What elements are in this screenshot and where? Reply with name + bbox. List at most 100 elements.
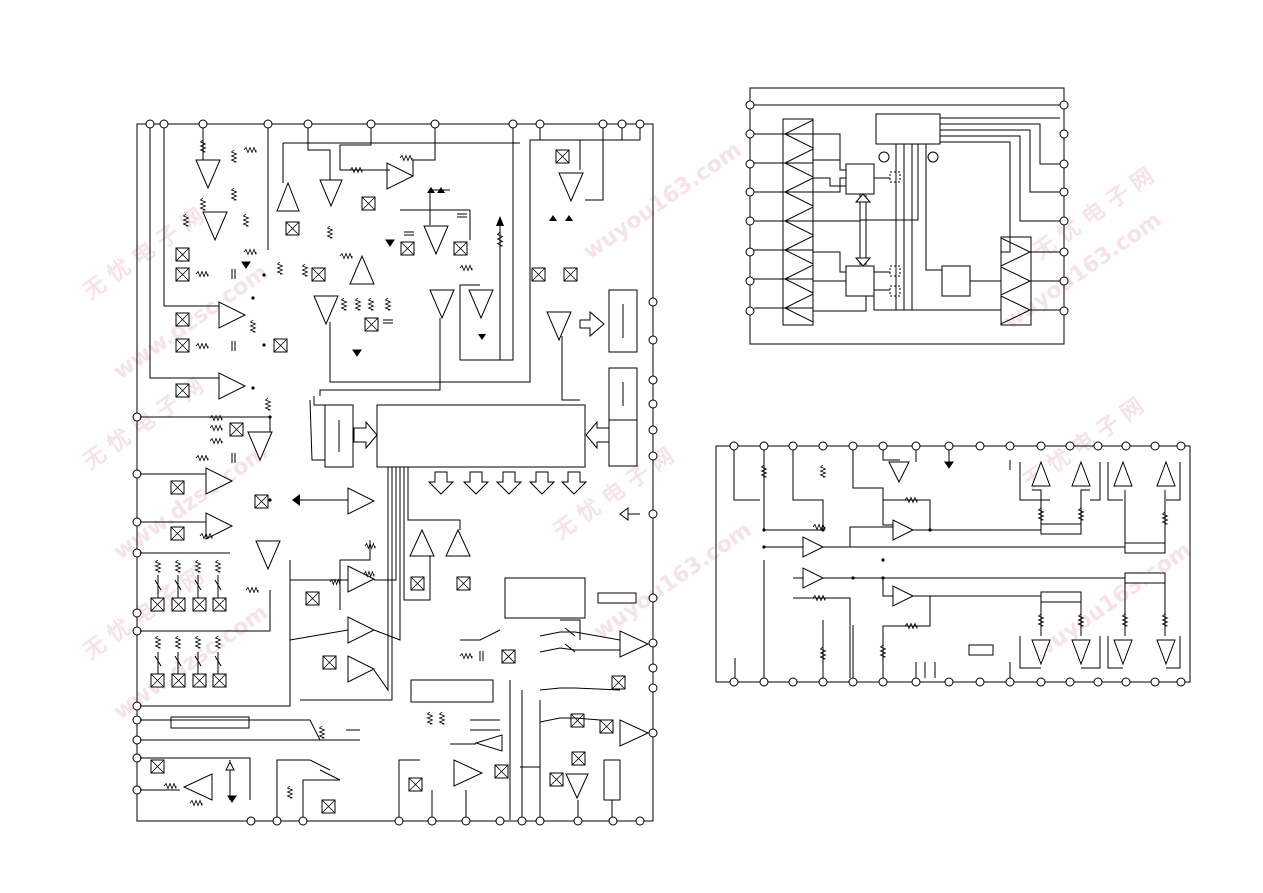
br-resistor-block: [1124, 572, 1166, 584]
pin-terminal: [1059, 129, 1069, 139]
wire: [403, 467, 431, 601]
wire: [400, 241, 415, 256]
br-small-block: [968, 644, 994, 656]
wire: [214, 579, 222, 591]
resistor-icon: [199, 139, 207, 153]
watermark-text: wuyou163.com: [579, 137, 746, 264]
pin-terminal: [366, 119, 376, 129]
pin-terminal: [745, 129, 755, 139]
wire: [175, 247, 190, 262]
amplifier-icon: [347, 565, 376, 593]
resistor-icon: [364, 542, 376, 550]
optional-component-icon: [889, 265, 901, 277]
output-arrow-group: [427, 471, 588, 495]
bottom-right-ic-diagram: [715, 441, 1191, 687]
wire: [163, 128, 219, 307]
wire: [813, 251, 846, 273]
top-right-ic-detail: [745, 100, 1069, 325]
wire: [570, 713, 585, 728]
amplifier-icon: [802, 536, 825, 558]
wire: [285, 221, 300, 236]
pin-terminal: [848, 441, 858, 451]
resistor-icon: [1161, 613, 1169, 627]
pin-terminal: [648, 638, 658, 648]
wire: [322, 655, 337, 670]
pin-terminal: [132, 626, 142, 636]
junction-dot: [928, 528, 932, 532]
wire: [1081, 636, 1101, 669]
pin-terminal: [272, 816, 282, 826]
pin-terminal: [394, 816, 404, 826]
control-block: [504, 577, 586, 619]
pin-terminal: [745, 216, 755, 226]
amplifier-icon: [386, 162, 415, 190]
resistor-icon: [195, 270, 209, 278]
pin-terminal: [1150, 441, 1160, 451]
pin-terminal: [745, 247, 755, 257]
left-ic-bottom-pins: [246, 816, 645, 826]
tr-mux-lower: [845, 265, 875, 297]
wire: [590, 128, 623, 141]
amplifier-icon: [1156, 460, 1176, 487]
junction-dot: [762, 528, 766, 532]
resistor-icon: [174, 559, 182, 573]
pin-terminal: [1065, 441, 1075, 451]
block-arrow-icon: [353, 420, 378, 450]
bottom-right-ic-detail: [729, 441, 1186, 687]
pin-terminal: [944, 677, 954, 687]
pin-terminal: [430, 119, 440, 129]
wire: [149, 128, 219, 379]
resistor-icon: [154, 635, 162, 649]
amplifier-icon: [619, 719, 650, 747]
pin-terminal: [648, 509, 658, 519]
pin-terminal: [1059, 159, 1069, 169]
watermark-text: www.dzsc.com: [109, 440, 272, 565]
amplifier-icon: [1071, 639, 1091, 666]
resistor-icon: [1037, 507, 1045, 521]
resistor-icon: [209, 414, 223, 422]
wire: [1080, 489, 1090, 534]
vertical-resistor-block: [603, 759, 621, 801]
pin-terminal: [427, 816, 437, 826]
wire: [1107, 636, 1123, 669]
wire: [364, 317, 379, 332]
resistor-icon: [195, 454, 209, 462]
wire: [140, 719, 321, 741]
pin-terminal: [759, 677, 769, 687]
pin-terminal: [1059, 247, 1069, 257]
ground-icon: [352, 349, 362, 357]
junction-dot: [268, 415, 272, 419]
pin-terminal: [1036, 441, 1046, 451]
amplifier-icon: [1156, 639, 1176, 666]
amplifier-icon: [1113, 460, 1133, 487]
pin-terminal: [788, 441, 798, 451]
resistor-icon: [245, 586, 259, 594]
wire: [302, 779, 340, 817]
wire: [175, 312, 190, 327]
junction-dot: [881, 558, 885, 562]
wire: [555, 149, 570, 164]
pin-terminal: [132, 715, 142, 725]
junction-dot: [262, 273, 266, 277]
pin-terminal: [132, 735, 142, 745]
wire: [374, 467, 397, 581]
resistor-icon: [384, 297, 392, 311]
resistor-icon: [276, 261, 284, 275]
left-ic-wiring: [140, 128, 641, 820]
wire: [150, 759, 165, 774]
pin-terminal: [461, 816, 471, 826]
wire: [214, 655, 222, 667]
wire: [319, 769, 341, 781]
diode-icon: [565, 215, 573, 221]
wire: [1019, 636, 1041, 669]
wire: [813, 177, 846, 193]
resistor-icon: [459, 652, 473, 660]
ground-icon: [227, 795, 237, 803]
pin-terminal: [745, 159, 755, 169]
resistor-icon: [154, 559, 162, 573]
amplifier-icon: [202, 211, 228, 242]
wire: [171, 673, 186, 688]
wire: [319, 318, 441, 396]
pin-terminal: [729, 441, 739, 451]
input-buffer-block: [324, 404, 354, 468]
